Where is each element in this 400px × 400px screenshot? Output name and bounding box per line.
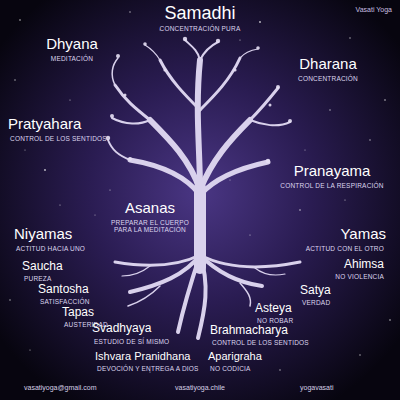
limb-name: Pratyahara bbox=[8, 116, 81, 133]
limb-name: Pranayama bbox=[294, 163, 371, 180]
root-meaning: CONTROL DE LOS SENTIDOS bbox=[212, 339, 309, 346]
root-name: Ishvara Pranidhana bbox=[95, 350, 190, 362]
limb-meaning: ACTITUD CON EL OTRO bbox=[306, 245, 384, 252]
contact-email: vasatiyoga@gmail.com bbox=[24, 384, 96, 392]
limb-name: Dharana bbox=[299, 56, 357, 73]
limb-name: Niyamas bbox=[14, 226, 72, 243]
root-meaning: NO VIOLENCIA bbox=[335, 273, 384, 280]
root-name: Svadhyaya bbox=[92, 322, 151, 335]
limb-name: Yamas bbox=[340, 226, 386, 243]
root-meaning: NO CODICIA bbox=[210, 365, 251, 372]
watermark: Vasati Yoga bbox=[356, 6, 392, 14]
contact-handle: vasatiyoga.chile bbox=[175, 384, 225, 392]
limb-meaning: CONTROL DE LOS SENTIDOS bbox=[10, 135, 107, 142]
limb-meaning: ACTITUD HACIA UNO bbox=[16, 245, 85, 252]
root-name: Asteya bbox=[255, 302, 292, 315]
root-name: Aparigraha bbox=[208, 350, 262, 362]
contact-handle: yogavasati bbox=[300, 384, 333, 392]
limb-meaning: MEDITACIÓN bbox=[51, 55, 93, 62]
limb-name: Dhyana bbox=[46, 36, 98, 53]
root-name: Brahmacharya bbox=[210, 324, 288, 337]
root-name: Satya bbox=[300, 284, 331, 297]
root-meaning: VERDAD bbox=[302, 299, 330, 306]
limb-meaning: CONCENTRACIÓN PURA bbox=[160, 25, 241, 32]
limb-meaning: PREPARAR EL CUERPO PARA LA MEDITACIÓN bbox=[110, 219, 190, 233]
root-meaning: PUREZA bbox=[24, 275, 52, 282]
limb-meaning: CONCENTRACIÓN bbox=[298, 75, 358, 82]
root-name: Saucha bbox=[22, 260, 63, 273]
root-name: Tapas bbox=[62, 306, 94, 319]
root-meaning: DEVOCIÓN Y ENTREGA A DIOS bbox=[97, 365, 199, 372]
limb-meaning: CONTROL DE LA RESPIRACIÓN bbox=[280, 182, 383, 189]
limb-name: Samadhi bbox=[164, 4, 235, 24]
limb-name: Asanas bbox=[125, 200, 175, 217]
root-name: Ahimsa bbox=[344, 258, 384, 271]
root-meaning: SATISFACCIÓN bbox=[40, 298, 90, 305]
root-meaning: ESTUDIO DE SÍ MISMO bbox=[94, 338, 169, 345]
root-name: Santosha bbox=[38, 283, 89, 296]
